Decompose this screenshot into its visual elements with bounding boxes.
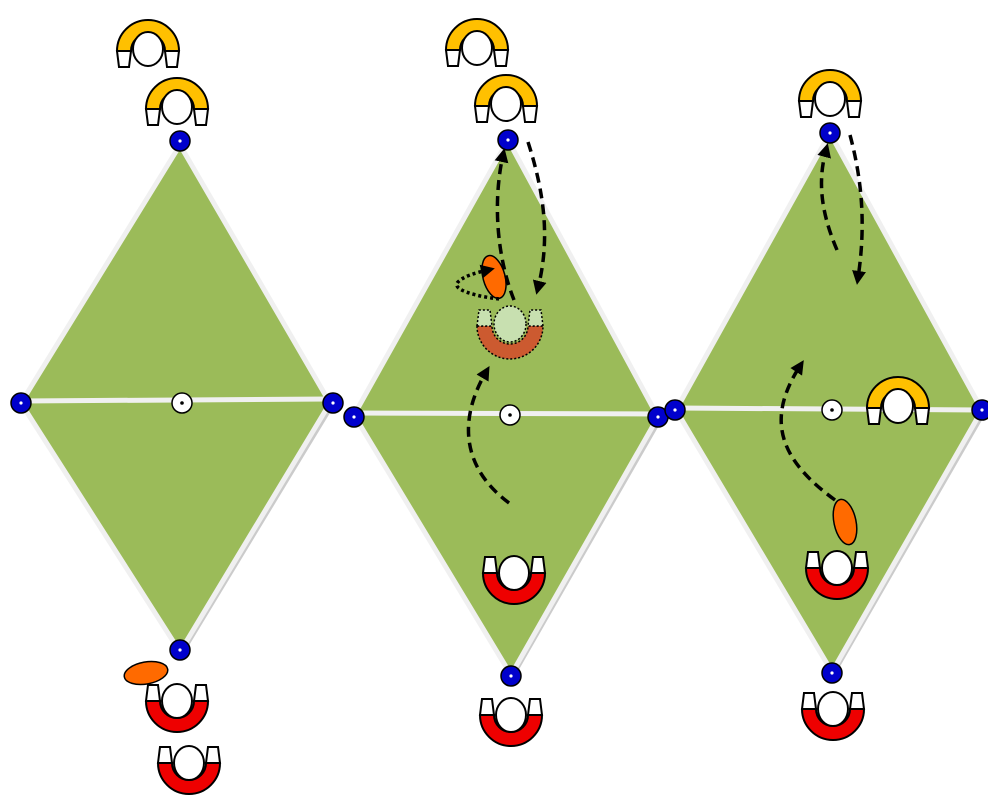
cone-marker-icon (971, 399, 988, 421)
dashed-arrow-icon (526, 141, 547, 295)
cone-marker-icon (343, 406, 365, 428)
yellow-player-icon (444, 18, 510, 67)
cone-marker-icon (647, 406, 669, 428)
center-spot-icon (499, 404, 521, 426)
cone-marker-icon (664, 399, 686, 421)
cone-marker-icon (821, 662, 843, 684)
dashed-arrow-icon (494, 148, 516, 301)
cone-marker-icon (500, 665, 522, 687)
cone-marker-icon (322, 392, 344, 414)
cone-marker-icon (169, 639, 191, 661)
yellow-player-icon (797, 69, 863, 118)
ghost-defender-icon (476, 305, 544, 360)
yellow-player-icon (865, 376, 931, 425)
ball-icon (832, 498, 858, 546)
center-spot-icon (171, 392, 193, 414)
red-player-icon (481, 555, 547, 605)
red-player-icon (156, 745, 222, 795)
yellow-player-icon (144, 77, 210, 126)
ball-icon (123, 660, 169, 686)
cone-marker-icon (497, 129, 519, 151)
dashed-arrow-icon (779, 360, 837, 502)
cone-marker-icon (10, 392, 32, 414)
dashed-arrow-icon (466, 365, 511, 505)
dashed-arrow-icon (848, 134, 866, 285)
red-player-icon (144, 683, 210, 733)
yellow-player-icon (473, 74, 539, 123)
red-player-icon (800, 691, 866, 741)
cone-marker-icon (169, 130, 191, 152)
dashed-arrow-icon (817, 143, 839, 251)
cone-marker-icon (819, 122, 841, 144)
dotted-arrow-icon (454, 264, 500, 301)
center-spot-icon (821, 399, 843, 421)
red-player-icon (804, 550, 870, 600)
yellow-player-icon (115, 19, 181, 68)
red-player-icon (478, 697, 544, 747)
